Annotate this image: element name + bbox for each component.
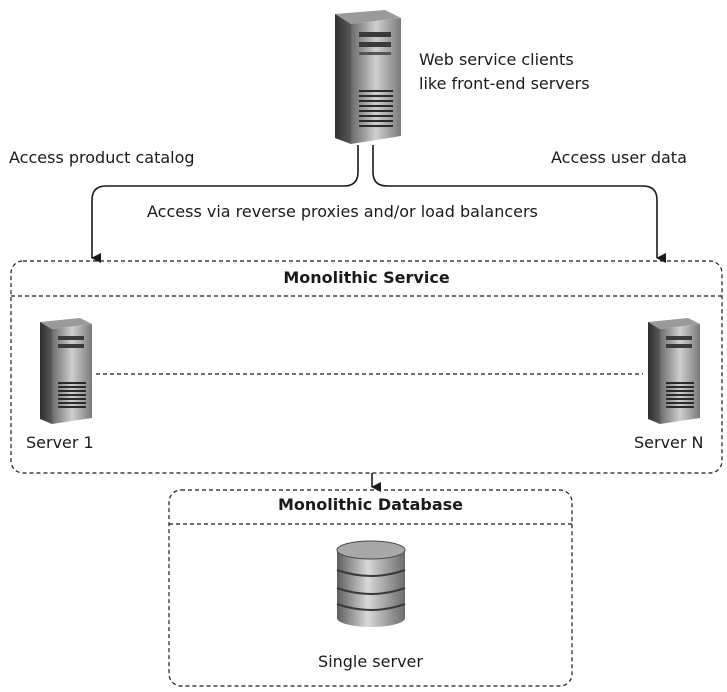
edge-label-proxies: Access via reverse proxies and/or load b…: [147, 202, 538, 221]
server-1-label: Server 1: [26, 433, 94, 452]
database-label: Single server: [318, 652, 423, 671]
edge-label-product-catalog: Access product catalog: [9, 148, 195, 167]
edge-label-user-data: Access user data: [551, 148, 687, 167]
monolithic-service-title: Monolithic Service: [283, 268, 450, 287]
server-n-icon: [644, 318, 704, 430]
server-1-icon: [36, 318, 96, 430]
arrow-to-product-catalog: [91, 145, 359, 263]
monolithic-service-box: [10, 260, 723, 474]
server-n-label: Server N: [634, 433, 704, 452]
monolithic-database-title: Monolithic Database: [278, 495, 463, 514]
client-label-line1: Web service clients: [419, 50, 574, 69]
database-cylinder-icon: [333, 540, 409, 634]
monolithic-database-box: [168, 489, 573, 687]
client-label-line2: like front-end servers: [419, 74, 590, 93]
arrow-to-user-data: [372, 145, 666, 263]
client-server-icon: [329, 10, 405, 150]
